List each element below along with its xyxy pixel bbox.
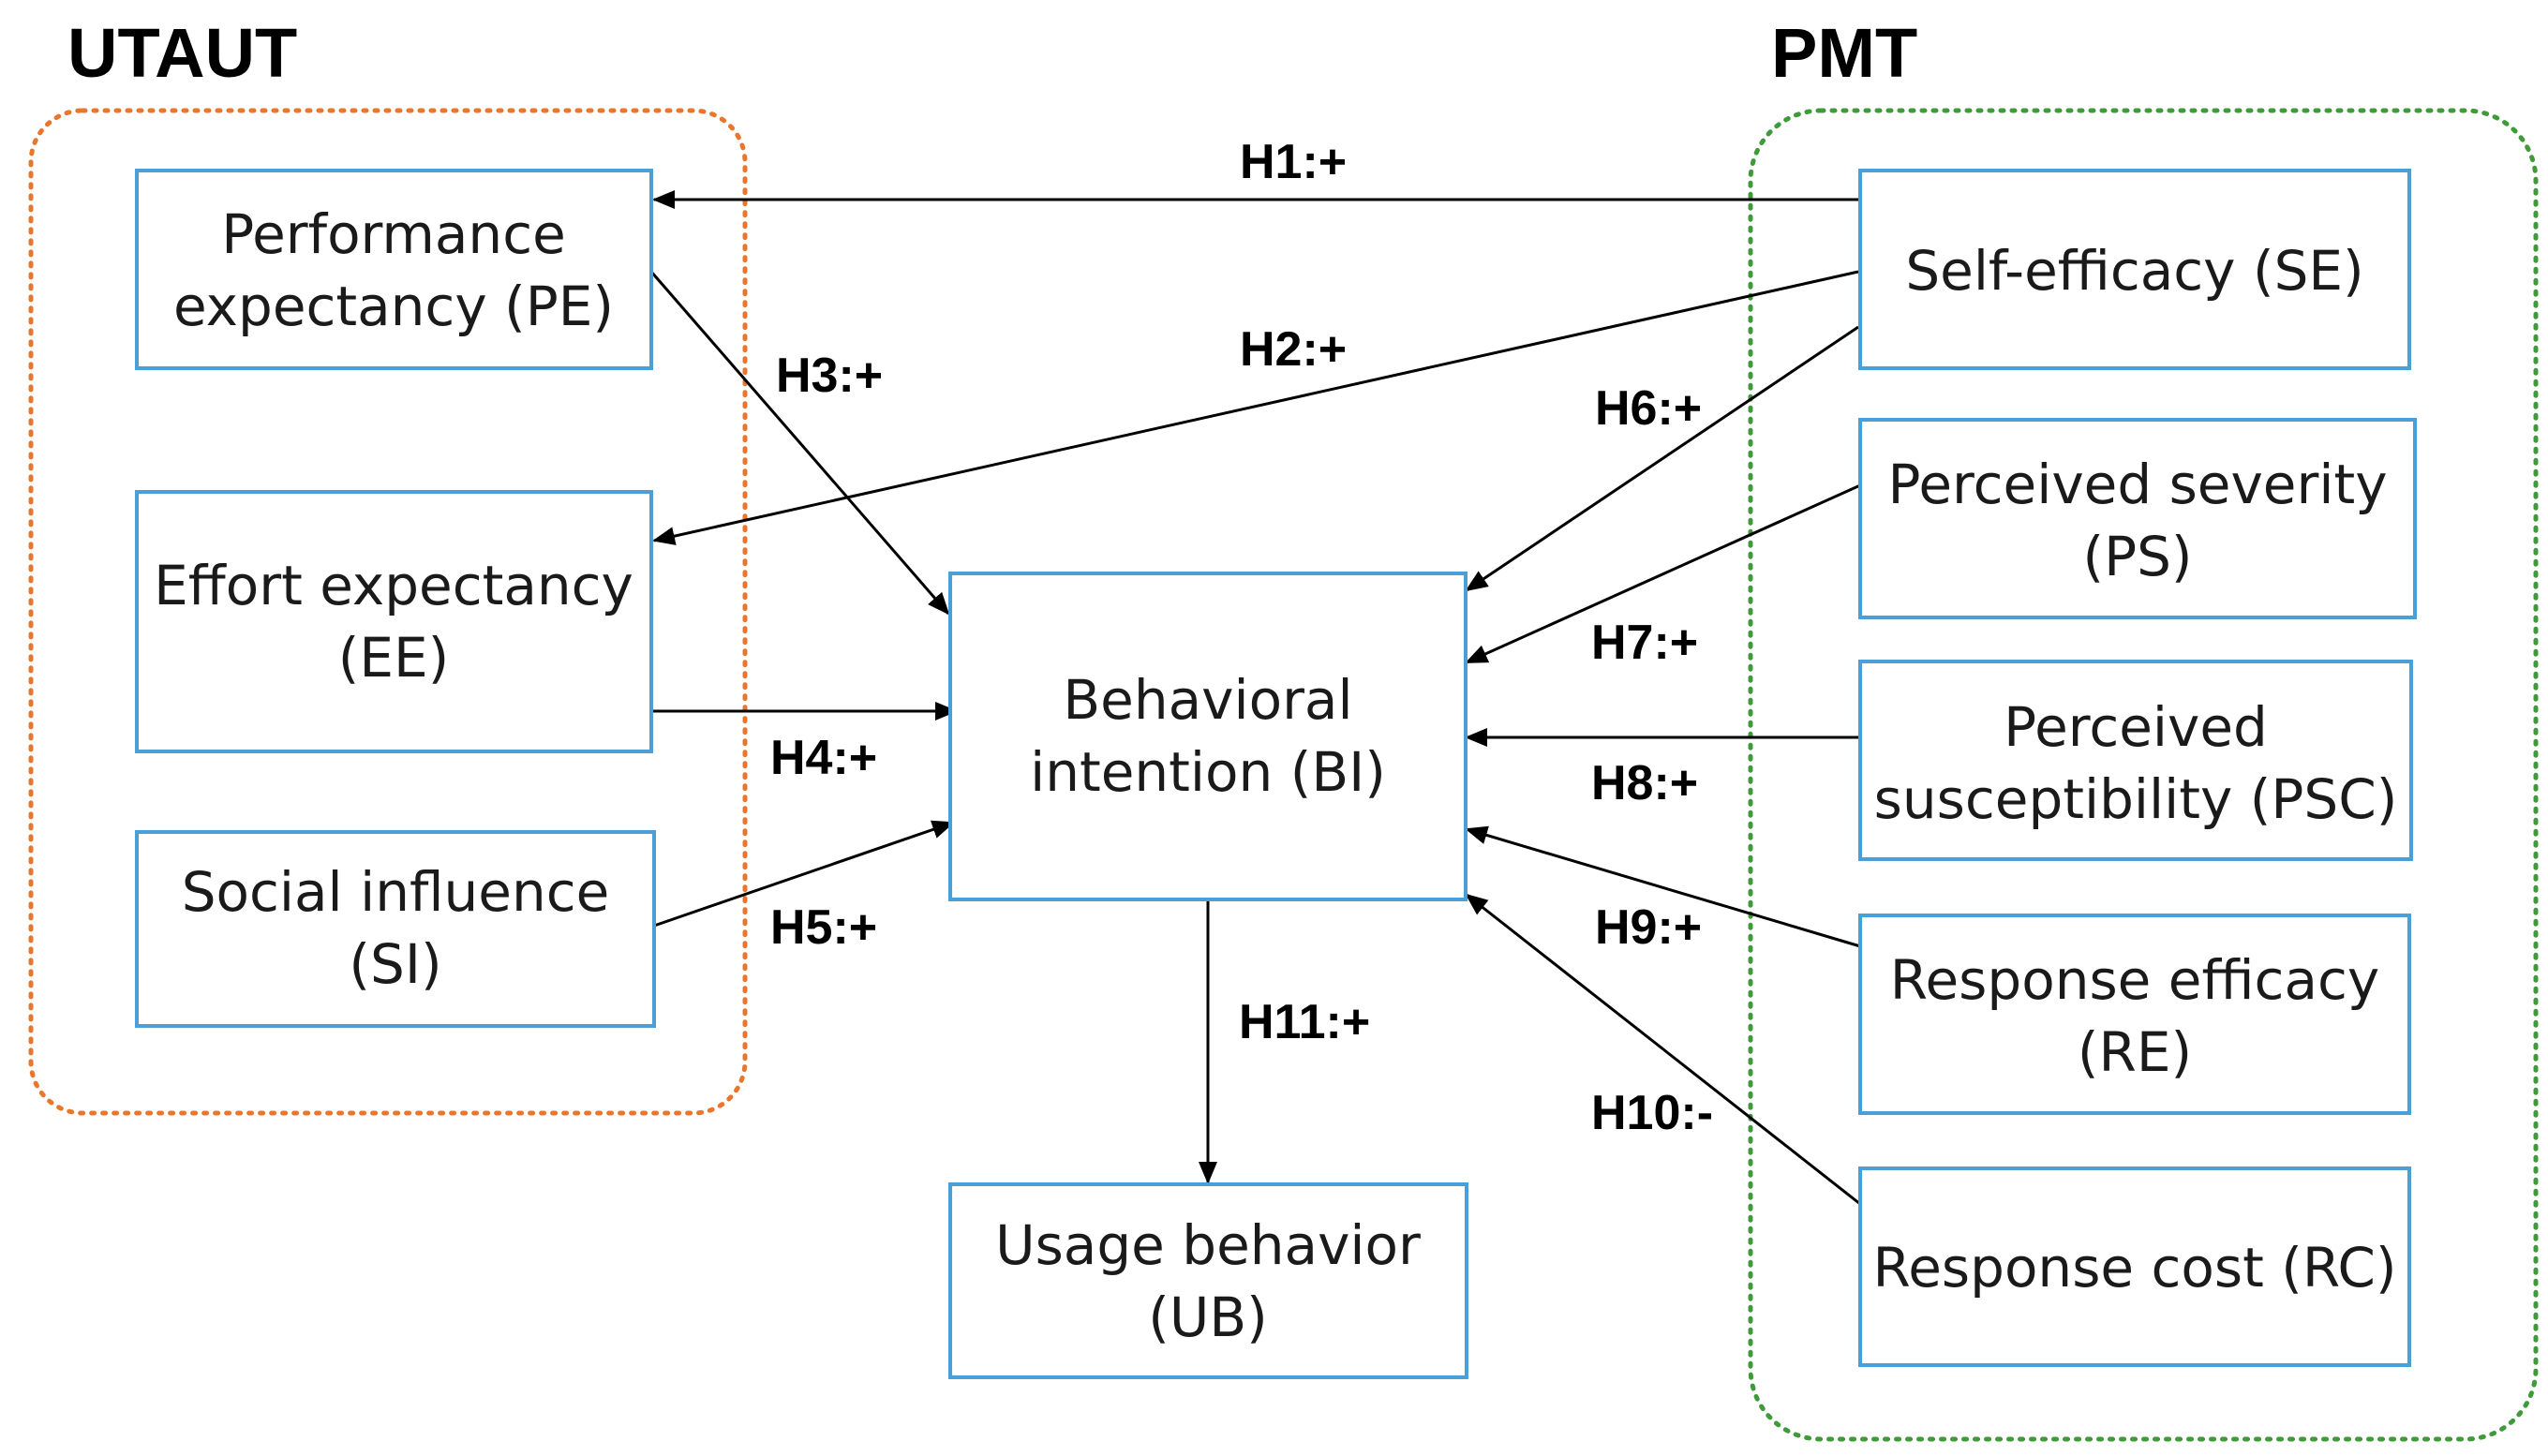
arrow-h9 <box>1465 825 1861 948</box>
box-behavioral-intention: Behavioral intention (BI) <box>948 572 1468 901</box>
box-se-line1: Self-efficacy (SE) <box>1905 239 2363 303</box>
box-psc-line2: susceptibility (PSC) <box>1874 767 2398 831</box>
hypothesis-label-h1: H1:+ <box>1240 135 1347 189</box>
box-psc-line1: Perceived <box>2004 695 2268 759</box>
utaut-group-border <box>28 108 748 1116</box>
box-ps-line1: Perceived severity <box>1887 453 2387 516</box>
box-response-cost: Response cost (RC) <box>1858 1166 2411 1367</box>
pmt-group-border <box>1748 108 2539 1442</box>
arrow-h7 <box>1465 483 1861 664</box>
hypothesis-label-h9: H9:+ <box>1595 900 1702 955</box>
hypothesis-label-h3: H3:+ <box>776 349 883 403</box>
box-pe-line2: expectancy (PE) <box>173 275 614 338</box>
box-pe-line1: Performance <box>221 202 566 266</box>
box-self-efficacy: Self-efficacy (SE) <box>1858 169 2411 370</box>
box-performance-expectancy: Performance expectancy (PE) <box>135 169 653 370</box>
box-re-line2: (RE) <box>2078 1020 2192 1084</box>
hypothesis-label-h10: H10:- <box>1591 1086 1713 1140</box>
hypothesis-label-h6: H6:+ <box>1595 381 1702 436</box>
box-rc-line1: Response cost (RC) <box>1873 1236 2397 1300</box>
box-bi-line1: Behavioral <box>1063 668 1352 732</box>
hypothesis-label-h11: H11:+ <box>1239 995 1370 1049</box>
box-ub-line1: Usage behavior <box>995 1213 1421 1277</box>
arrow-h2 <box>652 270 1859 545</box>
box-bi-line2: intention (BI) <box>1030 740 1386 804</box>
arrow-h10 <box>1465 893 1861 1206</box>
box-si-line2: (SI) <box>349 932 441 996</box>
hypothesis-label-h7: H7:+ <box>1591 616 1698 670</box>
hypothesis-label-h8: H8:+ <box>1591 756 1698 810</box>
box-social-influence: Social influence (SI) <box>135 830 656 1028</box>
box-response-efficacy: Response efficacy (RE) <box>1858 914 2411 1115</box>
hypothesis-label-h4: H4:+ <box>770 731 877 785</box>
box-effort-expectancy: Effort expectancy (EE) <box>135 490 653 753</box>
pmt-group-title: PMT <box>1771 14 1917 92</box>
box-ee-line2: (EE) <box>338 626 450 690</box>
hypothesis-label-h2: H2:+ <box>1240 322 1347 377</box>
box-perceived-susceptibility: Perceived susceptibility (PSC) <box>1858 660 2413 861</box>
arrow-h5 <box>653 820 955 928</box>
box-usage-behavior: Usage behavior (UB) <box>948 1182 1468 1379</box>
box-ub-line2: (UB) <box>1148 1285 1268 1349</box>
arrow-h6 <box>1465 325 1859 592</box>
box-perceived-severity: Perceived severity (PS) <box>1858 418 2417 619</box>
box-ps-line2: (PS) <box>2082 525 2192 588</box>
box-ee-line1: Effort expectancy <box>154 554 633 617</box>
utaut-group-title: UTAUT <box>67 14 297 92</box>
hypothesis-label-h5: H5:+ <box>770 900 877 955</box>
box-si-line1: Social influence <box>182 860 610 924</box>
box-re-line1: Response efficacy <box>1890 948 2379 1012</box>
arrow-h3 <box>649 271 950 616</box>
